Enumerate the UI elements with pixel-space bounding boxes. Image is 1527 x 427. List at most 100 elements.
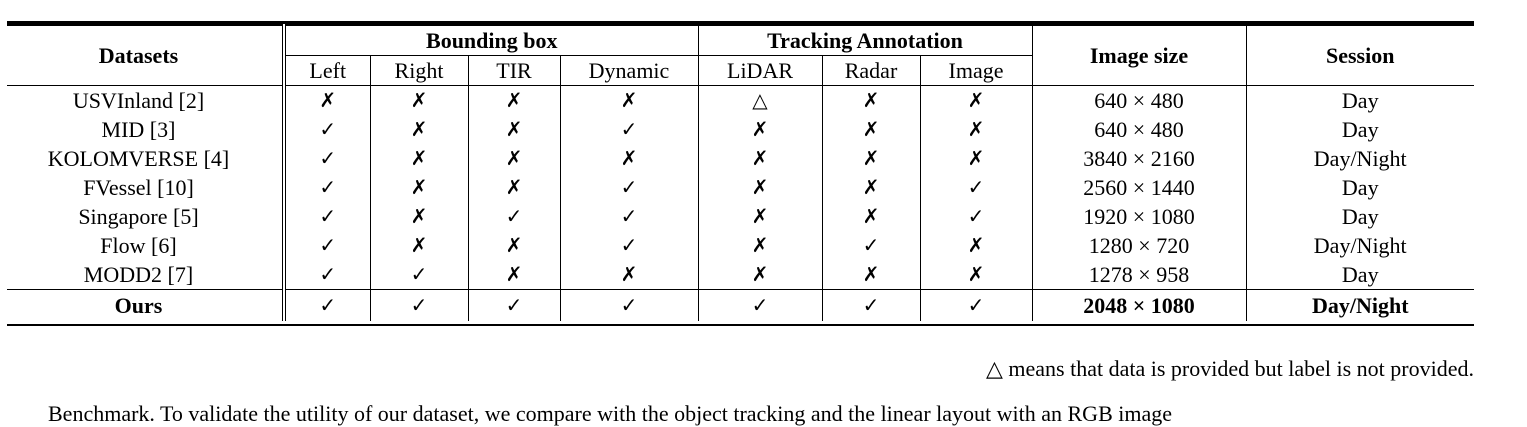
mark-cell: ✗ (468, 115, 561, 144)
table-footnote: △ means that data is provided but label … (986, 356, 1474, 381)
subheader-dynamic: Dynamic (560, 55, 699, 86)
dataset-name: Ours (114, 293, 163, 318)
double-rule (270, 289, 286, 321)
image-size-cell: 2048 × 1080 (1032, 289, 1247, 321)
image-size-cell: 1278 × 958 (1032, 260, 1247, 290)
mark-cell: ✓ (284, 202, 371, 231)
mark-cell: ✗ (370, 231, 469, 260)
mark-cell: ✗ (920, 260, 1033, 290)
mark-cell: ✓ (560, 231, 699, 260)
bottom-double-rule (7, 321, 1474, 326)
mark-cell: ✗ (468, 173, 561, 202)
header-datasets: Datasets (98, 43, 179, 68)
mark-cell: ✗ (822, 260, 921, 290)
mark-cell: ✗ (370, 115, 469, 144)
subheader-left: Left (284, 55, 371, 86)
mark-cell: ✓ (560, 115, 699, 144)
mark-cell: ✓ (284, 115, 371, 144)
mark-cell: ✓ (284, 289, 371, 321)
mark-cell: ✓ (920, 289, 1033, 321)
mark-cell: ✗ (468, 260, 561, 290)
mark-cell: ✗ (560, 260, 699, 290)
session-cell: Day (1341, 88, 1379, 113)
mark-cell: ✗ (920, 115, 1033, 144)
double-rule (270, 260, 286, 290)
mark-cell: ✓ (560, 202, 699, 231)
mark-cell: ✗ (698, 202, 823, 231)
header-bounding-box: Bounding box (284, 25, 699, 56)
mark-cell: ✓ (822, 289, 921, 321)
mark-cell: ✓ (284, 173, 371, 202)
dataset-name: USVInland [2] (72, 88, 205, 113)
mark-cell: ✗ (560, 144, 699, 173)
double-rule (270, 202, 286, 231)
image-size-cell: 2560 × 1440 (1032, 173, 1247, 202)
mark-cell: ✓ (920, 173, 1033, 202)
mark-cell: ✗ (468, 231, 561, 260)
mark-cell: ✗ (560, 85, 699, 115)
mark-cell: ✗ (822, 85, 921, 115)
header-session: Session (1326, 43, 1395, 68)
mark-cell: ✗ (698, 115, 823, 144)
header-image-size: Image size (1032, 25, 1247, 86)
comparison-table: Datasets Bounding box Tracking Annotatio… (7, 21, 1474, 321)
mark-cell: ✗ (370, 173, 469, 202)
session-cell: Day (1341, 204, 1379, 229)
mark-cell: ✓ (284, 144, 371, 173)
mark-cell: ✗ (920, 144, 1033, 173)
image-size-cell: 640 × 480 (1032, 115, 1247, 144)
mark-cell: ✓ (920, 202, 1033, 231)
session-cell: Day/Night (1311, 293, 1409, 318)
subheader-right: Right (370, 55, 469, 86)
double-rule (270, 173, 286, 202)
mark-cell: ✗ (822, 144, 921, 173)
mark-cell: ✗ (468, 85, 561, 115)
mark-cell: ✗ (822, 115, 921, 144)
dataset-name: Flow [6] (100, 233, 177, 258)
mark-cell: ✓ (822, 231, 921, 260)
mark-cell: ✗ (698, 173, 823, 202)
dataset-name: FVessel [10] (83, 175, 194, 200)
session-cell: Day (1341, 117, 1379, 142)
mark-cell: ✗ (698, 260, 823, 290)
double-rule (270, 144, 286, 173)
mark-cell: ✗ (822, 173, 921, 202)
mark-cell: △ (698, 85, 823, 115)
mark-cell: ✗ (920, 85, 1033, 115)
mark-cell: ✗ (920, 231, 1033, 260)
header-tracking-annotation: Tracking Annotation (698, 25, 1033, 56)
mark-cell: ✗ (698, 144, 823, 173)
body-text-partial: Benchmark. To validate the utility of ou… (48, 401, 1172, 426)
mark-cell: ✓ (284, 260, 371, 290)
mark-cell: ✗ (468, 144, 561, 173)
dataset-name: MID [3] (101, 117, 176, 142)
subheader-tir: TIR (468, 55, 561, 86)
double-rule (270, 115, 286, 144)
comparison-table-wrapper: Datasets Bounding box Tracking Annotatio… (7, 21, 1474, 326)
subheader-image: Image (920, 55, 1033, 86)
dataset-name: MODD2 [7] (83, 262, 194, 287)
mark-cell: ✗ (370, 85, 469, 115)
image-size-cell: 640 × 480 (1032, 85, 1247, 115)
mark-cell: ✓ (560, 173, 699, 202)
mark-cell: ✗ (698, 231, 823, 260)
subheader-radar: Radar (822, 55, 921, 86)
double-rule (270, 25, 286, 86)
session-cell: Day/Night (1313, 233, 1407, 258)
mark-cell: ✓ (370, 260, 469, 290)
mark-cell: ✓ (468, 289, 561, 321)
double-rule (270, 85, 286, 115)
image-size-cell: 1280 × 720 (1032, 231, 1247, 260)
mark-cell: ✓ (370, 289, 469, 321)
mark-cell: ✗ (370, 202, 469, 231)
image-size-cell: 3840 × 2160 (1032, 144, 1247, 173)
